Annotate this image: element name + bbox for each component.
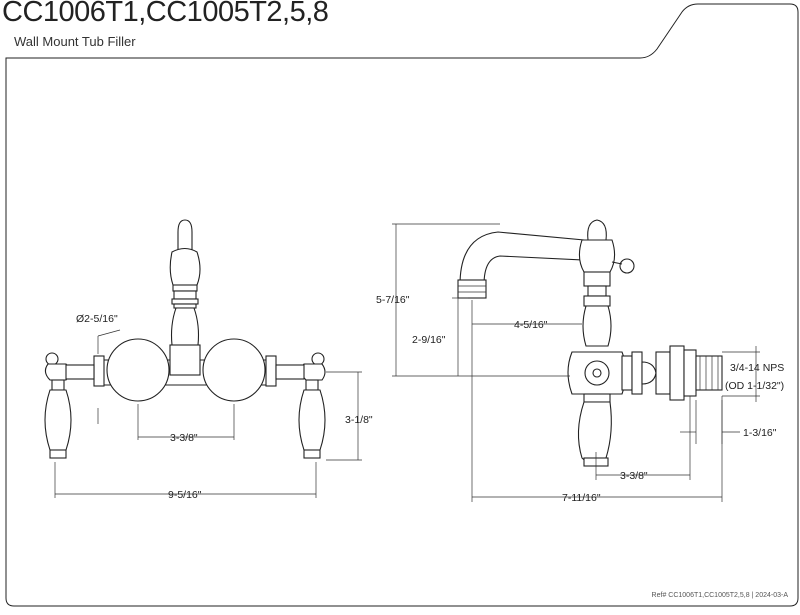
dim-overall-depth: 7-11/16" [471,330,723,504]
dim-overall-depth-label: 7-11/16" [562,492,601,504]
front-left-handle [44,352,95,459]
dim-spout-height: 2-9/16" [392,297,570,377]
side-spout [459,231,585,286]
side-valve-body [567,345,723,401]
dim-connection: 3/4-14 NPS (OD 1-1/32") [722,346,784,402]
front-right-handle [275,352,326,459]
dim-spout-reach-label: 4-5/16" [514,319,548,331]
side-top-handle [578,219,635,347]
dim-wall-offset: 3-3/8" [595,396,691,482]
dim-overall-width: 9-5/16" [54,462,317,501]
front-body [170,307,200,346]
dim-total-height: 5-7/16" [376,223,500,376]
drawing-frame [5,3,799,607]
dim-diameter: Ø2-5/16" [76,313,121,424]
drawing-reference: Ref# CC1006T1,CC1005T2,5,8 | 2024-03-A [651,592,788,599]
dim-handle-height: 3-1/8" [326,371,373,461]
side-view: 5-7/16" 2-9/16" 4-5/16" 3/4-14 NPS (OD 1… [376,219,784,504]
front-spout-collar [169,247,201,286]
dim-inlet-length-label: 1-3/16" [743,427,777,439]
product-subtitle: Wall Mount Tub Filler [14,34,136,49]
dim-spout-reach: 4-5/16" [471,300,582,331]
dim-connection-label: 3/4-14 NPS [730,362,784,374]
dim-spout-height-label: 2-9/16" [412,334,446,346]
dim-inlet-length: 1-3/16" [680,400,777,444]
dim-center-spacing: 3-3/8" [137,404,235,444]
front-view: Ø2-5/16" 3-3/8" 9-5/16" 3-1/8" [44,219,373,501]
dim-overall-width-label: 9-5/16" [168,489,202,501]
model-title: CC1006T1,CC1005T2,5,8 [2,0,329,28]
side-lower-handle [577,393,612,467]
front-left-lobe [106,338,170,402]
dim-wall-offset-label: 3-3/8" [620,470,648,482]
dim-connection-od-label: (OD 1-1/32") [725,380,784,392]
dim-diameter-label: Ø2-5/16" [76,313,118,325]
dim-handle-height-label: 3-1/8" [345,414,373,426]
front-right-lobe [202,338,266,402]
dim-center-spacing-label: 3-3/8" [170,432,198,444]
side-spout-tip [457,279,487,299]
dim-total-height-label: 5-7/16" [376,294,410,306]
